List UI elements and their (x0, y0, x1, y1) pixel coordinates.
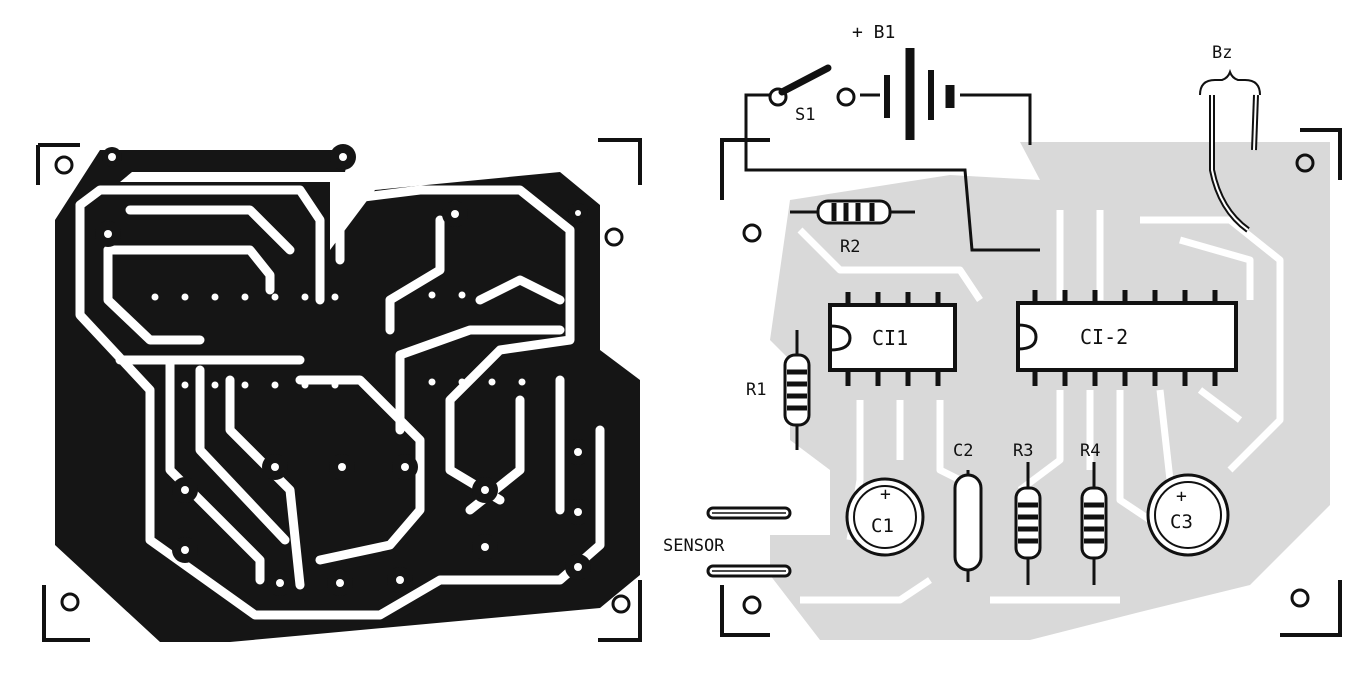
s1-label: S1 (795, 105, 815, 125)
resistor-r4 (1080, 462, 1108, 585)
r3-label: R3 (1013, 441, 1033, 461)
copper-pads (95, 144, 591, 596)
buzzer-bz (1199, 68, 1261, 233)
copper-ground-plane (55, 150, 640, 642)
c2-label: C2 (953, 441, 973, 461)
sensor-label: SENSOR (663, 536, 725, 556)
ic-ci2 (1016, 290, 1238, 386)
c3-label: C3 (1170, 511, 1193, 533)
battery-switch-wiring (744, 93, 1040, 252)
resistor-r1 (783, 330, 811, 450)
copper-isolation-gaps (75, 185, 605, 620)
component-corner-marks (720, 128, 1342, 637)
copper-corner-marks (36, 138, 642, 642)
copper-side-board (36, 138, 642, 642)
c3-plus: + (1176, 486, 1187, 507)
c1-label: C1 (871, 515, 894, 537)
component-side-board: S1 + B1 Bz R2 (663, 22, 1342, 640)
resistor-r3 (1014, 462, 1042, 585)
r2-label: R2 (840, 237, 860, 257)
r4-label: R4 (1080, 441, 1100, 461)
capacitor-c1 (845, 477, 925, 557)
ic-ci1 (828, 292, 957, 386)
bz-label: Bz (1212, 43, 1232, 63)
ci2-label: CI-2 (1080, 325, 1128, 349)
battery-b1 (884, 48, 955, 140)
c1-plus: + (880, 484, 891, 505)
resistor-r2 (790, 199, 915, 225)
capacitor-c2 (953, 470, 983, 582)
switch-s1 (768, 64, 856, 107)
r1-label: R1 (746, 380, 766, 400)
ci1-label: CI1 (872, 326, 908, 350)
capacitor-c3 (1146, 473, 1230, 557)
component-mount-holes (742, 153, 1315, 615)
component-trace-gaps (797, 210, 1284, 604)
copper-mount-holes (54, 155, 631, 614)
b1-label: + B1 (852, 22, 895, 43)
sensor-wires (706, 506, 792, 578)
